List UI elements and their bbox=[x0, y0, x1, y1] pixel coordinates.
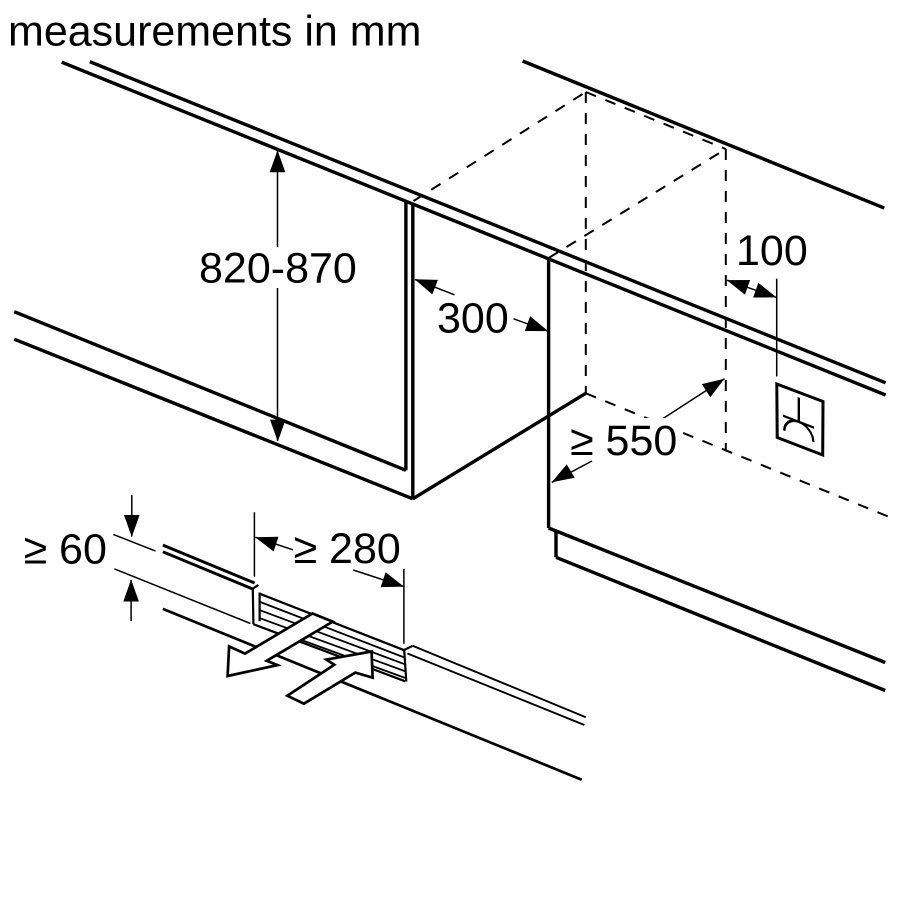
svg-text:≥ 280: ≥ 280 bbox=[294, 525, 401, 573]
svg-text:820-870: 820-870 bbox=[199, 245, 357, 293]
svg-text:≥ 60: ≥ 60 bbox=[24, 526, 107, 574]
svg-text:≥ 550: ≥ 550 bbox=[570, 417, 677, 465]
svg-text:100: 100 bbox=[736, 227, 808, 275]
svg-text:measurements in mm: measurements in mm bbox=[8, 8, 421, 56]
svg-text:300: 300 bbox=[437, 294, 509, 342]
